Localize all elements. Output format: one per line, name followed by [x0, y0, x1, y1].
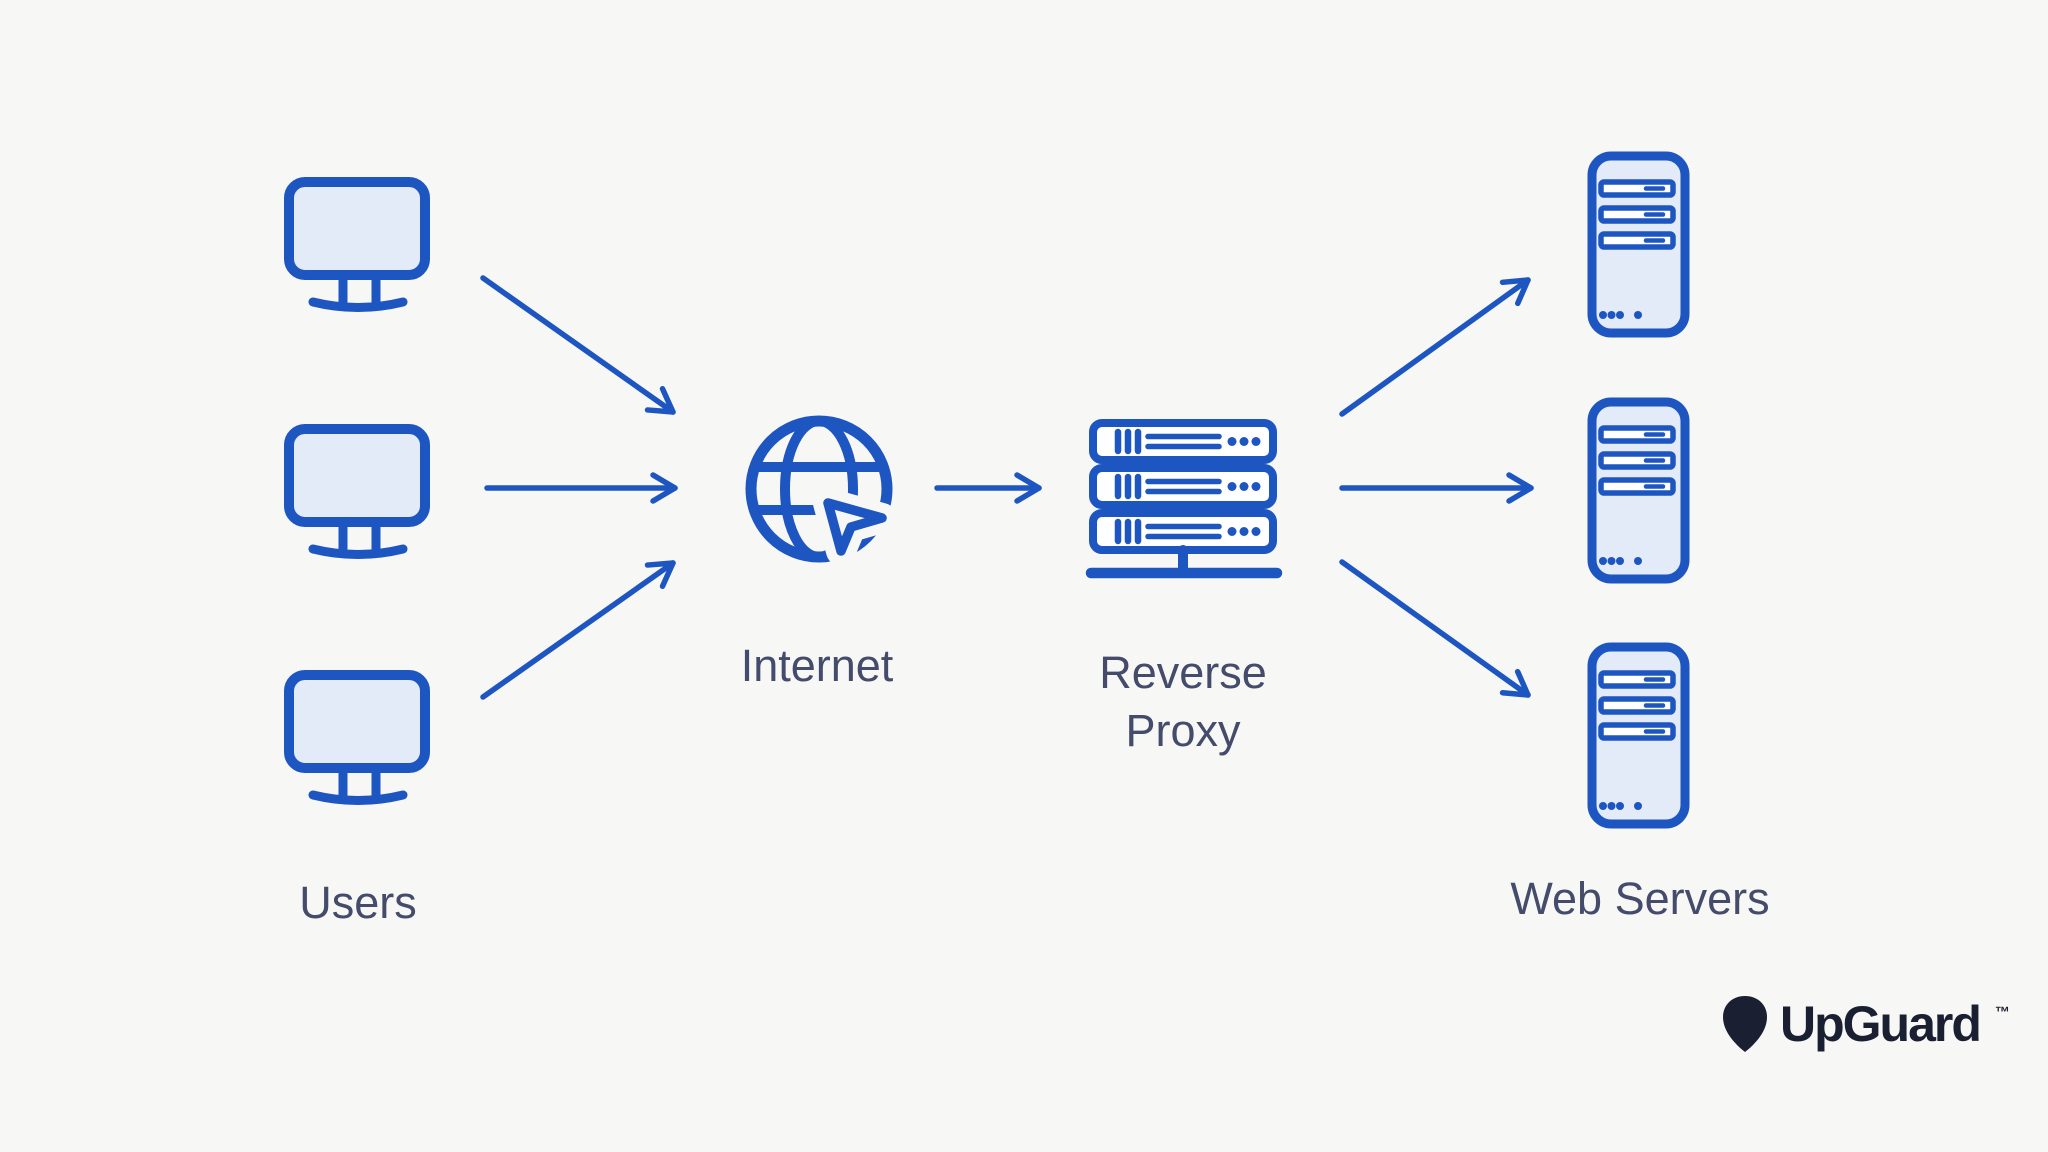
web-server-tower-icon-3 — [1587, 642, 1690, 829]
rack-unit-1 — [1089, 419, 1277, 464]
internet-label: Internet — [740, 640, 894, 691]
user-monitor-icon-1 — [284, 177, 430, 312]
reverse-proxy-label-line2: Proxy — [1125, 705, 1241, 757]
internet-globe-icon — [745, 415, 897, 566]
upguard-logo-text: UpGuard — [1780, 996, 1982, 1052]
reverse-proxy-rack-icon — [1085, 419, 1283, 579]
web-servers-label: Web Servers — [1510, 873, 1770, 924]
trademark-symbol: ™ — [1994, 1004, 2010, 1021]
upguard-logo: UpGuard ™ — [1723, 996, 2010, 1052]
arrow-user1-internet — [480, 275, 676, 415]
user-monitor-icon-2 — [284, 424, 430, 559]
arrow-user3-internet — [480, 560, 676, 700]
arrow-proxy-server3 — [1339, 559, 1531, 698]
cursor-pointer-glyph — [823, 498, 887, 556]
user-monitor-icon-3 — [284, 670, 430, 805]
arrow-proxy-server1 — [1339, 277, 1531, 417]
users-label: Users — [299, 877, 417, 928]
reverse-proxy-label-line1: Reverse — [1099, 647, 1267, 698]
upguard-pick-icon — [1723, 996, 1767, 1052]
reverse-proxy-label: Reverse Proxy — [1099, 644, 1267, 760]
web-server-tower-icon-2 — [1587, 397, 1690, 584]
web-server-tower-icon-1 — [1587, 151, 1690, 338]
rack-unit-3 — [1089, 509, 1277, 554]
rack-unit-2 — [1089, 464, 1277, 509]
